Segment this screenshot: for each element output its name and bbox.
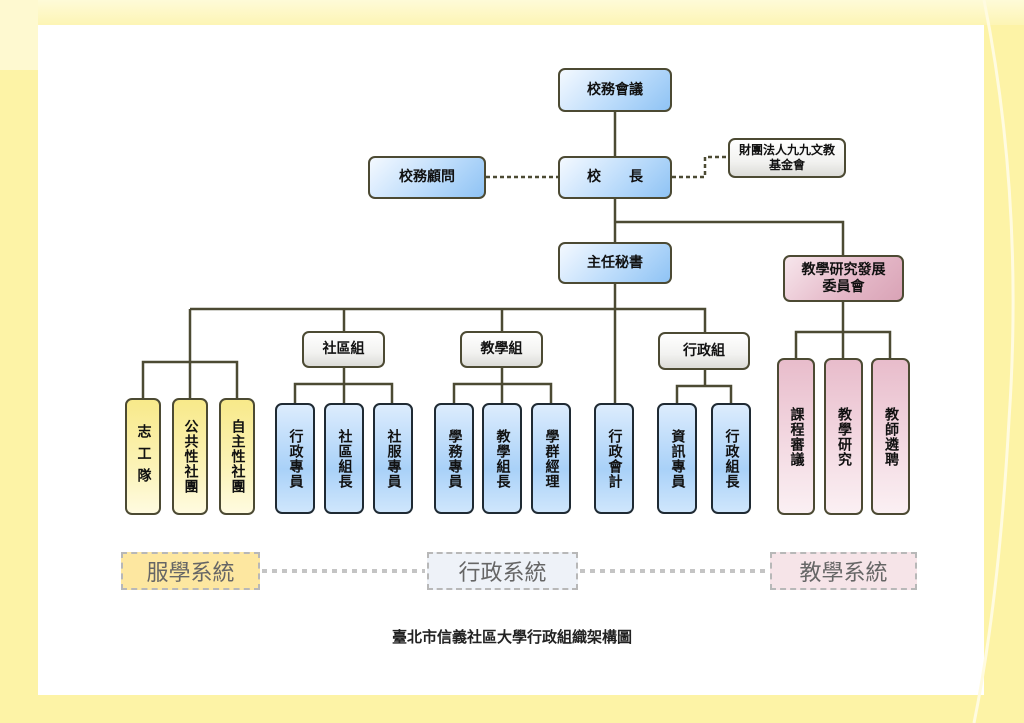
- node-service-unit: 公共性社團: [172, 398, 208, 515]
- node-label: 社服專員: [385, 428, 402, 489]
- node-foundation: 財團法人九九文教基金會: [728, 138, 846, 178]
- node-group-community: 社區組: [302, 331, 385, 368]
- node-label: 校 長: [587, 169, 643, 185]
- node-secretary: 主任秘書: [558, 242, 672, 284]
- node-member: 行政組長: [711, 403, 751, 514]
- background-curve: [972, 0, 1015, 723]
- node-label: 課程審議: [788, 406, 805, 467]
- node-label: 自主性社團: [229, 419, 246, 494]
- node-member: 學務專員: [434, 403, 474, 514]
- legend-label: 服學系統: [146, 561, 235, 586]
- node-member: 資訊專員: [657, 403, 697, 514]
- node-label: 志工隊: [135, 423, 152, 490]
- node-group-admin: 行政組: [658, 332, 750, 370]
- node-label: 校務顧問: [399, 169, 455, 185]
- node-principal: 校 長: [558, 156, 672, 199]
- background-top: [0, 0, 1024, 25]
- node-label: 教師遴聘: [883, 406, 899, 467]
- node-member: 社服專員: [373, 403, 413, 514]
- legend-label: 行政系統: [458, 561, 547, 586]
- node-committee: 教學研究發展委員會: [783, 255, 904, 302]
- line-committee-bracket: [794, 302, 892, 358]
- node-member: 社區組長: [324, 403, 364, 514]
- line-main-bar: [190, 307, 707, 332]
- node-label: 教學研究: [836, 406, 852, 467]
- node-label: 社區組: [322, 341, 365, 357]
- diagram-title: 臺北市信義社區大學行政組織架構圖: [391, 628, 632, 646]
- node-label: 教學研究發展委員會: [801, 261, 886, 295]
- node-member: 教學組長: [482, 403, 522, 514]
- legend-teaching: 教學系統: [770, 552, 917, 590]
- node-advisor: 校務顧問: [368, 156, 486, 199]
- background-left: [0, 0, 38, 70]
- node-label: 財團法人九九文教基金會: [738, 143, 835, 172]
- node-group-teaching: 教學組: [460, 331, 543, 368]
- legend-service: 服學系統: [121, 552, 260, 590]
- node-label: 行政組長: [723, 428, 740, 489]
- node-label: 學群經理: [543, 428, 560, 489]
- node-label: 公共性社團: [182, 419, 199, 494]
- node-label: 校務會議: [587, 81, 643, 98]
- node-committee-unit: 教師遴聘: [871, 358, 910, 515]
- line-service-bracket: [141, 360, 239, 398]
- node-committee-unit: 課程審議: [777, 358, 815, 515]
- node-accounting: 行政會計: [594, 403, 634, 514]
- node-service-unit: 志工隊: [125, 398, 161, 515]
- node-member: 學群經理: [531, 403, 571, 514]
- line-foundation-dashed: [672, 155, 728, 179]
- node-label: 行政專員: [287, 428, 304, 489]
- node-label: 行政會計: [606, 428, 623, 489]
- legend-admin: 行政系統: [427, 552, 578, 590]
- line-to-committee: [615, 220, 845, 255]
- line-admin-bracket: [675, 370, 733, 403]
- node-label: 資訊專員: [669, 428, 686, 489]
- line-teaching-bracket: [452, 368, 553, 403]
- node-service-unit: 自主性社團: [219, 398, 255, 515]
- node-label: 教學組長: [494, 428, 511, 489]
- node-label: 社區組長: [336, 428, 353, 489]
- node-committee-unit: 教學研究: [824, 358, 863, 515]
- node-label: 學務專員: [446, 428, 463, 489]
- line-community-bracket: [293, 368, 394, 403]
- legend-label: 教學系統: [799, 561, 888, 586]
- node-label: 行政組: [683, 342, 725, 359]
- node-council: 校務會議: [558, 68, 672, 112]
- node-label: 教學組: [480, 341, 523, 357]
- node-member: 行政專員: [275, 403, 315, 514]
- node-label: 主任秘書: [587, 254, 643, 271]
